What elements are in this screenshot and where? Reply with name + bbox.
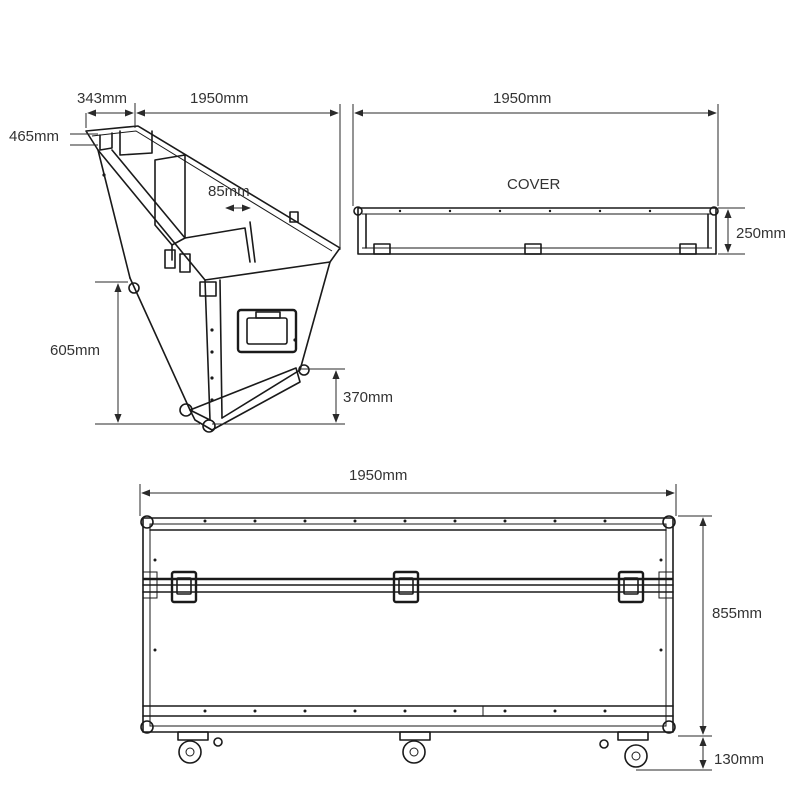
dimension-370mm: 370mm [212,368,393,425]
cover-view: COVER [353,176,719,255]
label-1950mm-perspective: 1950mm [190,90,248,107]
label-130mm: 130mm [714,751,764,768]
label-465mm: 465mm [9,128,59,145]
perspective-view [85,125,341,433]
latch-center-icon [392,570,420,604]
perspective-caster-icon [128,282,310,433]
label-343mm: 343mm [77,90,127,107]
latch-left-icon [170,570,198,604]
dimension-130mm: 130mm [636,737,764,771]
front-view [140,515,676,768]
front-rivets [153,519,663,713]
dimension-1950mm-front: 1950mm [139,467,677,516]
label-1950mm-front: 1950mm [349,467,407,484]
dimension-343mm: 343mm [77,90,136,128]
caster-left-icon [177,731,223,764]
dimension-465mm: 465mm [9,128,98,146]
caster-center-icon [399,731,431,764]
dimension-855mm: 855mm [678,515,762,737]
label-1950mm-cover: 1950mm [493,90,551,107]
end-panel-handle-icon [236,308,298,354]
cover-title: COVER [507,176,561,193]
dimension-250mm: 250mm [718,207,786,255]
label-250mm: 250mm [736,225,786,242]
label-855mm: 855mm [712,605,762,622]
caster-right-icon [599,731,649,768]
dimension-605mm: 605mm [50,281,200,425]
dimension-85mm: 85mm [208,183,251,212]
label-370mm: 370mm [343,389,393,406]
dimension-1950mm-cover: 1950mm [352,90,719,206]
latch-right-icon [617,570,645,604]
label-85mm: 85mm [208,183,250,200]
dimension-1950mm-perspective: 1950mm [136,90,341,250]
label-605mm: 605mm [50,342,100,359]
